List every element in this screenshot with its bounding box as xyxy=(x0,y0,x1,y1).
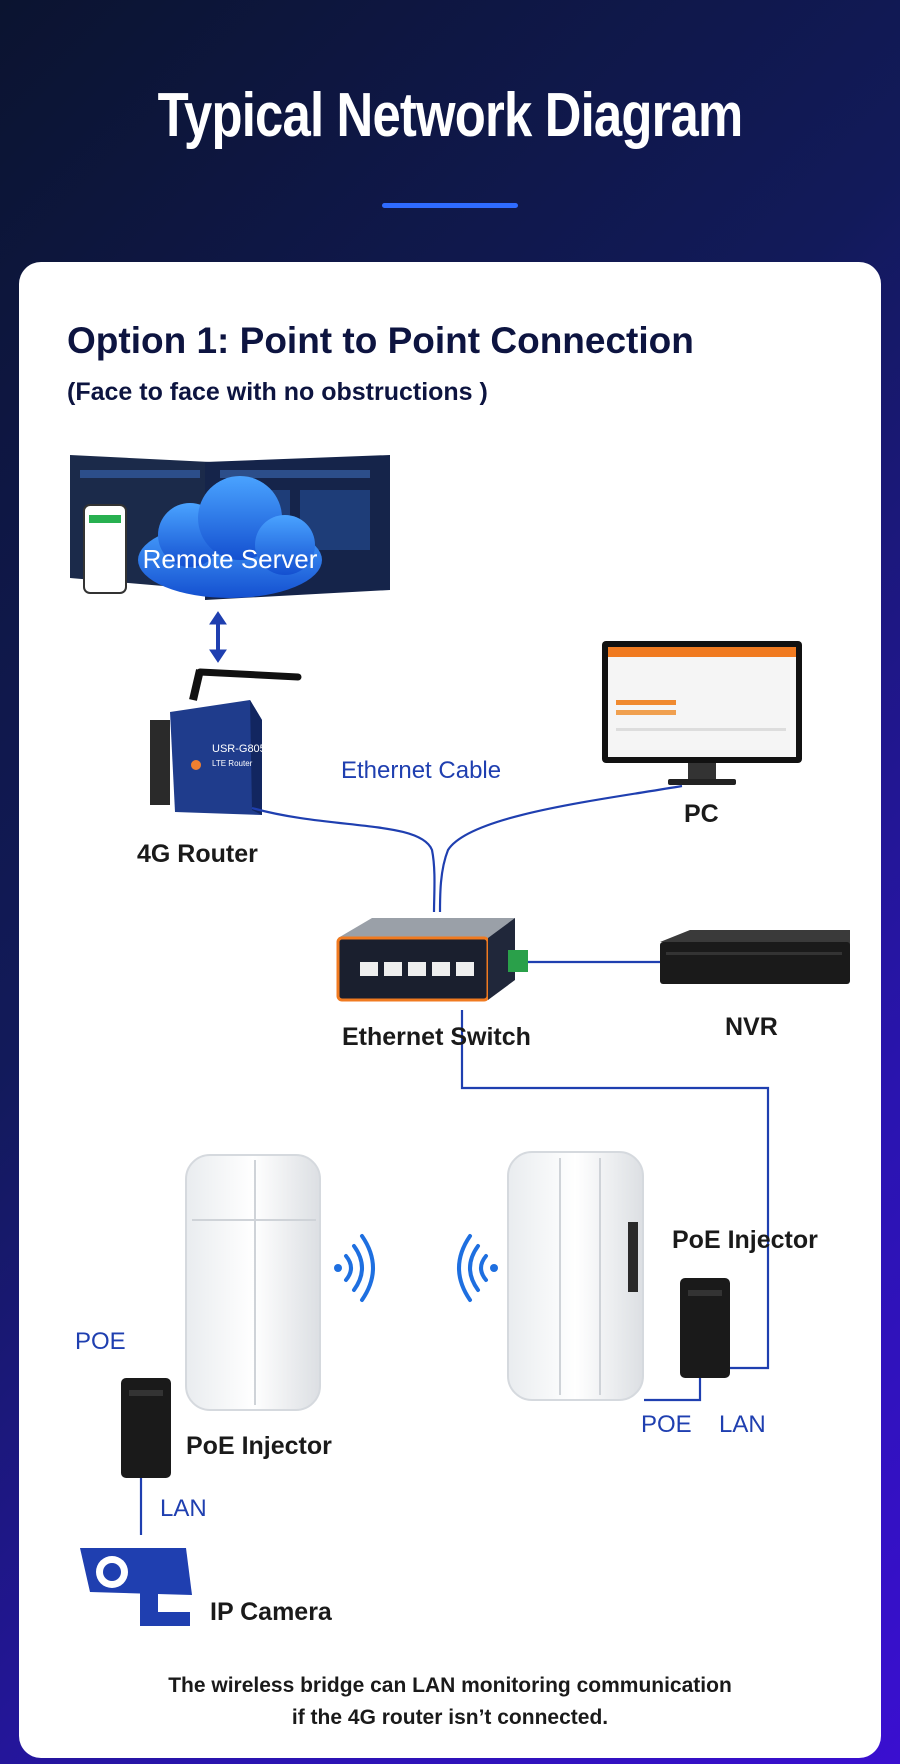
ip-camera-icon xyxy=(80,1548,192,1626)
poe-right-label: POE xyxy=(641,1411,692,1438)
ethernet-switch-label: Ethernet Switch xyxy=(342,1023,531,1051)
router-model-label: LTE Router xyxy=(212,759,253,768)
poe-injector-left-icon xyxy=(121,1378,171,1478)
router-brand-label: USR-G805 xyxy=(212,743,266,755)
cloud-icon xyxy=(138,476,322,598)
remote-server-label: Remote Server xyxy=(143,544,318,574)
footnote-line-2: if the 4G router isn’t connected. xyxy=(291,1706,609,1729)
poe-left-label: POE xyxy=(75,1328,126,1355)
lan-left-label: LAN xyxy=(160,1495,207,1522)
poe-injector-left-label: PoE Injector xyxy=(186,1432,332,1460)
pc-monitor-icon xyxy=(602,641,802,785)
poe-injector-right-label: PoE Injector xyxy=(672,1226,818,1254)
option-title: Option 1: Point to Point Connection xyxy=(67,320,694,361)
ethernet-cable-label: Ethernet Cable xyxy=(341,757,502,784)
footnote-line-1: The wireless bridge can LAN monitoring c… xyxy=(168,1674,732,1697)
wifi-signal-right-icon xyxy=(334,1234,375,1302)
poe-injector-right-icon xyxy=(680,1278,730,1378)
wireless-bridge-left-icon xyxy=(185,1154,321,1411)
page-title: Typical Network Diagram xyxy=(157,81,744,150)
title-underline xyxy=(382,203,518,208)
wifi-signal-left-icon xyxy=(457,1234,498,1302)
ethernet-switch-icon xyxy=(336,918,528,1002)
lan-right-label: LAN xyxy=(719,1411,766,1438)
option-subtitle: (Face to face with no obstructions ) xyxy=(67,378,488,406)
nvr-label: NVR xyxy=(725,1013,778,1041)
router-icon xyxy=(150,668,302,815)
ip-camera-label: IP Camera xyxy=(210,1598,332,1626)
pc-label: PC xyxy=(684,800,719,828)
double-arrow-icon xyxy=(209,611,227,663)
router-label: 4G Router xyxy=(137,840,258,868)
wireless-bridge-right-icon xyxy=(507,1151,644,1401)
nvr-icon xyxy=(660,930,850,984)
